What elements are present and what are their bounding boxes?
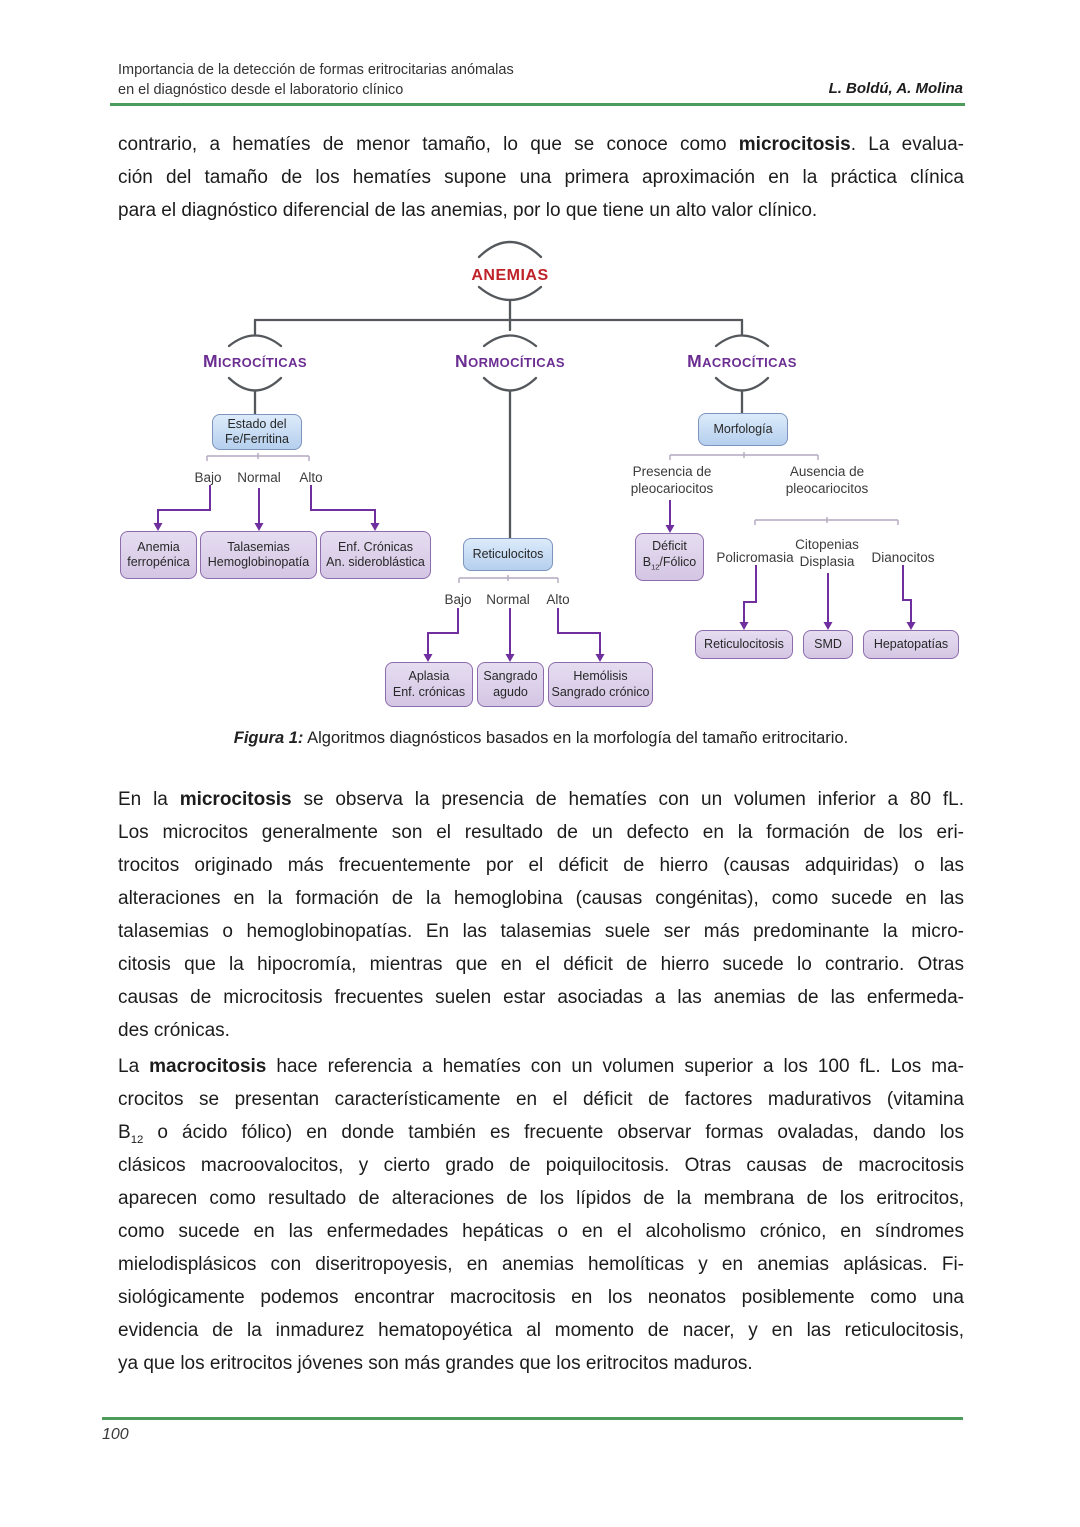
running-header: Importancia de la detección de formas er… (118, 61, 514, 100)
page-number: 100 (102, 1426, 129, 1443)
text-line: talasemias o hemoglobinopatías. En las t… (118, 921, 964, 942)
intro-paragraph: contrario, a hematíes de menor tamaño, l… (118, 128, 964, 227)
label-retic-normal: Normal (486, 592, 530, 607)
tree-connector-lines (227, 241, 770, 540)
text-line: trocitos originado más frecuentemente po… (118, 855, 964, 876)
text-line: evidencia de la inmadurez hematopoyética… (118, 1320, 964, 1341)
purple-arrow-lines (157, 485, 912, 654)
label-fe-normal: Normal (237, 470, 281, 485)
node-label: Hepatopatías (873, 636, 949, 651)
figure-1-caption: Figura 1: Algoritmos diagnósticos basado… (118, 729, 964, 748)
diagram-branch-microciticas: MICROCÍTICAS (203, 351, 307, 371)
node-label: SMD (814, 636, 842, 651)
running-header-line1: Importancia de la detección de formas er… (118, 62, 514, 78)
text-line: En la microcitosis se observa la presenc… (118, 789, 964, 810)
label-dianocitos: Dianocitos (871, 550, 935, 565)
text-line: La macrocitosis hace referencia a hematí… (118, 1056, 964, 1077)
label-retic-bajo: Bajo (444, 592, 472, 607)
figure-caption-label: Figura 1: (233, 729, 304, 747)
figure-1-diagram: ANEMIAS MICROCÍTICAS NORMOCÍTICAS MACROC… (110, 232, 970, 712)
figure-caption-text: Algoritmos diagnósticos basados en la mo… (303, 729, 849, 747)
paragraph-macrocitosis: La macrocitosis hace referencia a hematí… (118, 1050, 964, 1380)
text-line: siológicamente podemos encontrar macroci… (118, 1287, 964, 1308)
text-line: contrario, a hematíes de menor tamaño, l… (118, 134, 964, 155)
diagram-root-anemias: ANEMIAS (471, 267, 549, 284)
label-policromasia: Policromasia (716, 550, 794, 565)
node-label: Reticulocitosis (704, 636, 784, 651)
diagram-connectors (153, 241, 916, 662)
node-hepatopatias: Hepatopatías (863, 630, 959, 659)
diagram-branch-macrociticas: MACROCÍTICAS (687, 351, 797, 371)
text-line: des crónicas. (118, 1020, 230, 1041)
node-label: Reticulocitos (472, 546, 544, 561)
text-line: ción del tamaño de los hematíes supone u… (118, 167, 964, 188)
node-smd: SMD (803, 630, 853, 659)
text-line: clásicos macroovalocitos, y cierto grado… (118, 1155, 964, 1176)
paragraph-microcitosis: En la microcitosis se observa la presenc… (118, 783, 964, 1047)
text-line: alteraciones en la formación de la hemog… (118, 888, 964, 909)
label-fe-alto: Alto (299, 470, 323, 485)
text-line: aparecen como resultado de alteraciones … (118, 1188, 964, 1209)
label-fe-bajo: Bajo (194, 470, 222, 485)
text-line: mielodisplásicos con diseritropoyesis, e… (118, 1254, 964, 1275)
text-line: Los microcitos generalmente son el resul… (118, 822, 964, 843)
bracket-lines (206, 452, 899, 583)
text-line: como sucede en las enfermedades hepática… (118, 1221, 964, 1242)
node-reticulocitosis: Reticulocitosis (695, 630, 793, 659)
node-morfologia: Morfología (698, 413, 788, 446)
node-reticulocitos: Reticulocitos (463, 538, 553, 571)
footer-rule (102, 1417, 963, 1420)
text-line: para el diagnóstico diferencial de las a… (118, 200, 818, 221)
text-line: crocitos se presentan característicament… (118, 1089, 964, 1110)
node-label: Morfología (713, 421, 773, 436)
running-header-line2: en el diagnóstico desde el laboratorio c… (118, 81, 404, 98)
label-retic-alto: Alto (546, 592, 570, 607)
text-line: B12 o ácido fólico) en donde también es … (118, 1122, 964, 1146)
running-header-authors: L. Boldú, A. Molina (828, 80, 963, 97)
purple-arrowheads (153, 523, 916, 662)
text-line: citosis que la hipocromía, mientras que … (118, 954, 964, 975)
header-rule (110, 103, 965, 106)
text-line: ya que los eritrocitos jóvenes son más g… (118, 1353, 753, 1374)
text-line: causas de microcitosis frecuentes suelen… (118, 987, 964, 1008)
diagram-branch-normociticas: NORMOCÍTICAS (455, 351, 565, 371)
